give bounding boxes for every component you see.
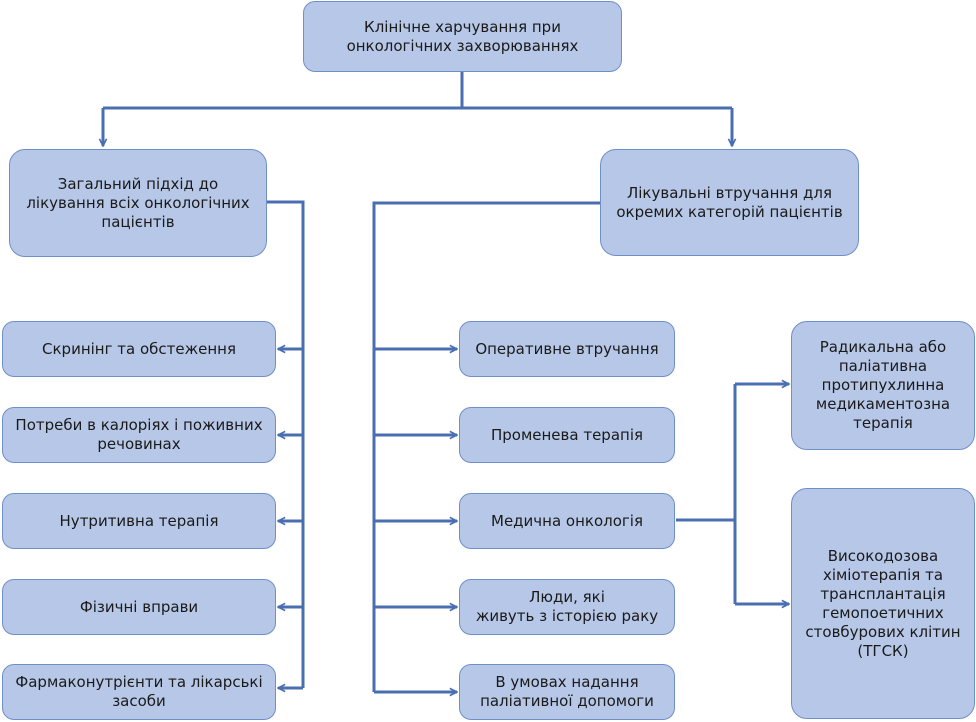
right-item-cancer-survivors: Люди, які живуть з історією раку — [459, 579, 675, 635]
right-item-surgery: Оперативне втручання — [459, 321, 675, 377]
left-item-pharmaconutrients: Фармаконутрієнти та лікарські засоби — [2, 664, 276, 720]
right-branch-node: Лікувальні втручання для окремих категор… — [600, 149, 859, 256]
left-item-nutritional-therapy: Нутритивна терапія — [2, 493, 276, 549]
right-item-radiotherapy: Променева терапія — [459, 407, 675, 463]
med-onc-subitem-hsct: Високодозова хіміотерапія та транспланта… — [791, 488, 975, 719]
left-branch-node: Загальний підхід до лікування всіх онкол… — [9, 149, 267, 257]
left-item-calorie-needs: Потреби в калоріях і поживних речовинах — [2, 407, 276, 463]
right-item-palliative-care: В умовах надання паліативної допомоги — [459, 664, 675, 720]
root-node: Клінічне харчування при онкологічних зах… — [303, 1, 622, 72]
right-trunk — [372, 201, 600, 692]
left-item-physical-exercise: Фізичні вправи — [2, 579, 276, 635]
med-onc-subitem-anticancer-therapy: Радикальна або паліативна протипухлинна … — [791, 321, 975, 450]
left-trunk — [266, 200, 305, 688]
left-item-screening: Скринінг та обстеження — [2, 321, 276, 377]
right-item-medical-oncology: Медична онкологія — [459, 493, 675, 549]
